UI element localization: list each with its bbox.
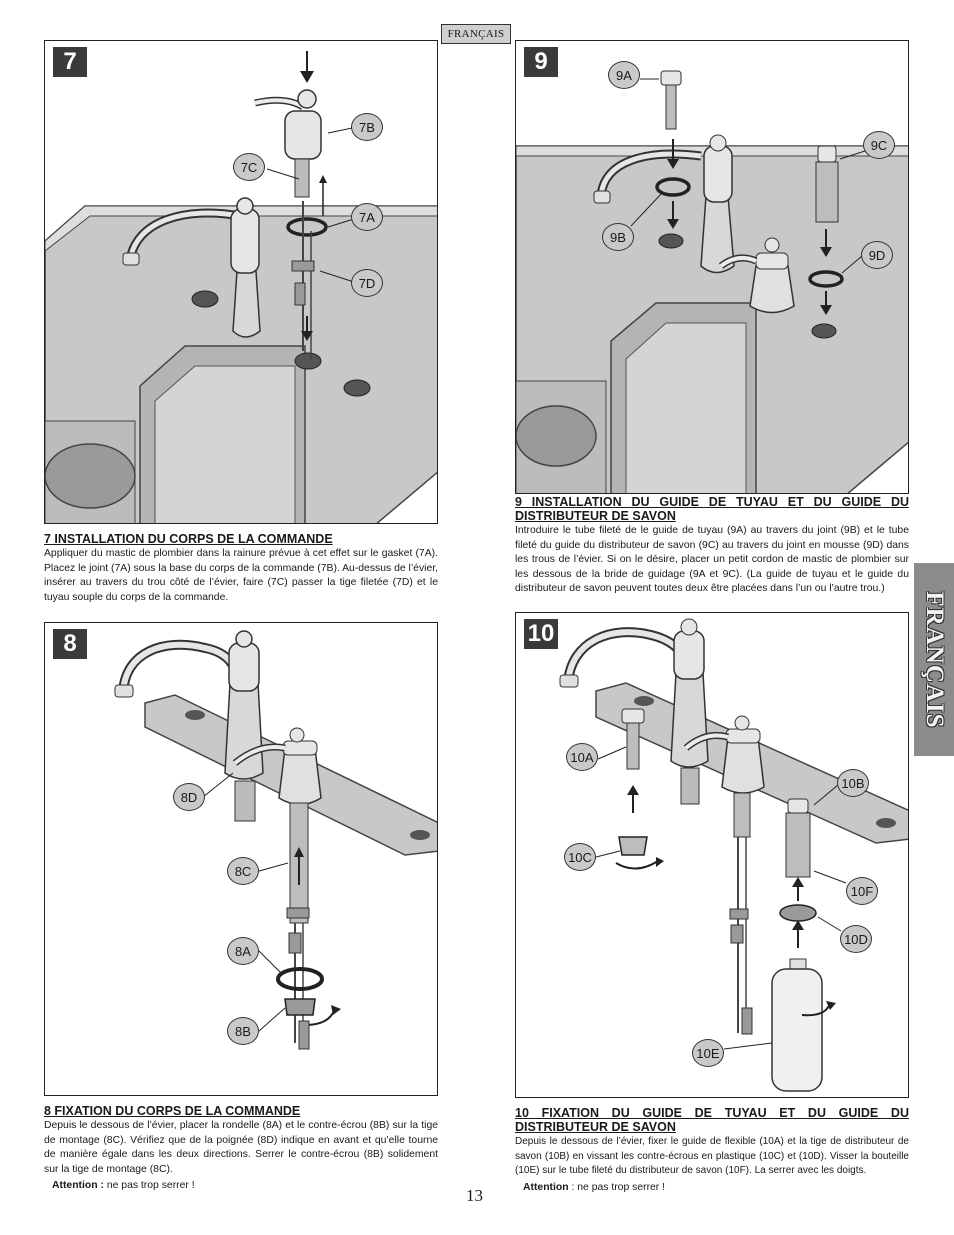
sink-drawing <box>45 51 437 523</box>
callout-10f: 10F <box>846 877 878 905</box>
callout-9d: 9D <box>861 241 893 269</box>
section-step-10: 10 FIXATION DU GUIDE DE TUYAU ET DU GUID… <box>515 1106 909 1195</box>
callout-7b: 7B <box>351 113 383 141</box>
faucet-drawing <box>114 630 437 1050</box>
illustration-step-8: 8 8A 8B 8C 8D <box>44 622 438 1096</box>
callout-9c: 9C <box>863 131 895 159</box>
section-step-8: 8 FIXATION DU CORPS DE LA COMMANDE Depui… <box>44 1104 438 1194</box>
section-body: Depuis le dessous de l’évier, fixer le g… <box>515 1136 909 1177</box>
section-title: 10 FIXATION DU GUIDE DE TUYAU ET DU GUID… <box>515 1106 909 1134</box>
section-body: Depuis le dessous de l’évier, placer la … <box>44 1120 438 1175</box>
callout-10a: 10A <box>566 743 598 771</box>
callout-8a: 8A <box>227 937 259 965</box>
section-body: Introduire le tube fileté de le guide de… <box>515 525 909 595</box>
callout-9a: 9A <box>608 61 640 89</box>
step-number-badge: 7 <box>53 47 87 77</box>
language-tag: FRANÇAIS <box>441 24 511 44</box>
callout-8d: 8D <box>173 783 205 811</box>
callout-10c: 10C <box>564 843 596 871</box>
side-language-tab: FRANÇAIS <box>914 563 954 756</box>
step-number-badge: 9 <box>524 47 558 77</box>
warning-text: ne pas trop serrer ! <box>103 1180 195 1192</box>
callout-7d: 7D <box>351 269 383 297</box>
illustration-step-9: 9 9A <box>515 40 909 494</box>
side-tab-label: FRANÇAIS <box>921 590 948 729</box>
callout-10d: 10D <box>840 925 872 953</box>
step-number-badge: 8 <box>53 629 87 659</box>
warning-label: Attention <box>523 1181 569 1193</box>
callout-7a: 7A <box>351 203 383 231</box>
section-step-9: 9 INSTALLATION DU GUIDE DE TUYAU ET DU G… <box>515 495 909 597</box>
warning-line: Attention : ne pas trop serrer ! <box>523 1181 909 1196</box>
section-title: 7 INSTALLATION DU CORPS DE LA COMMANDE <box>44 532 333 546</box>
callout-8b: 8B <box>227 1017 259 1045</box>
callout-10e: 10E <box>692 1039 724 1067</box>
section-step-7: 7 INSTALLATION DU CORPS DE LA COMMANDE A… <box>44 532 438 605</box>
warning-label: Attention : <box>52 1180 104 1192</box>
page-number: 13 <box>466 1186 483 1205</box>
section-title: 9 INSTALLATION DU GUIDE DE TUYAU ET DU G… <box>515 495 909 523</box>
section-body: Appliquer du mastic de plombier dans la … <box>44 548 438 603</box>
callout-10b: 10B <box>837 769 869 797</box>
warning-text: : ne pas trop serrer ! <box>568 1181 666 1193</box>
illustration-step-10: 10 <box>515 612 909 1098</box>
sink-drawing <box>516 70 908 493</box>
section-title: 8 FIXATION DU CORPS DE LA COMMANDE <box>44 1104 301 1118</box>
faucet-drawing <box>559 618 908 1092</box>
warning-line: Attention : ne pas trop serrer ! <box>52 1179 438 1194</box>
callout-7c: 7C <box>233 153 265 181</box>
step-number-badge: 10 <box>524 619 558 649</box>
callout-9b: 9B <box>602 223 634 251</box>
illustration-step-7: 7 7A 7B 7C <box>44 40 438 524</box>
callout-8c: 8C <box>227 857 259 885</box>
